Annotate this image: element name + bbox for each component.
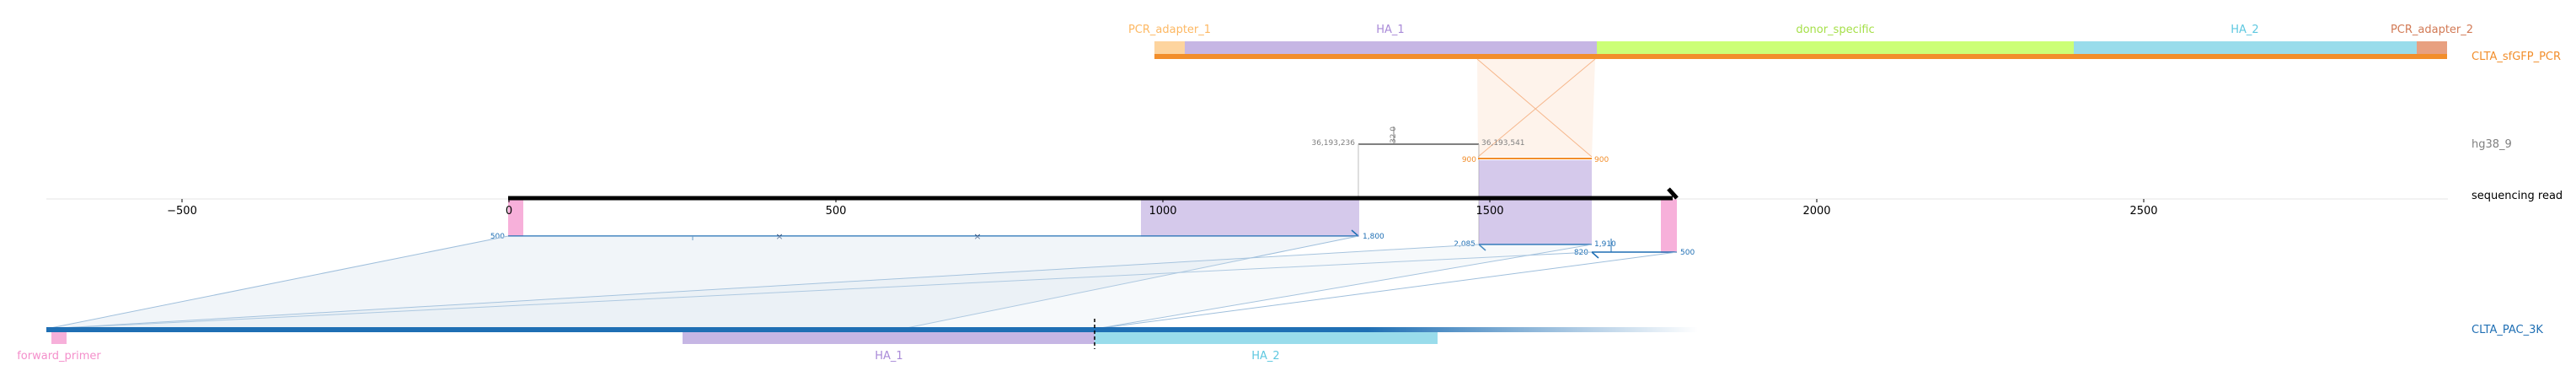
read-axis-tick-label: 2000 — [1802, 205, 1830, 218]
amplicon-feature-pcr-adapter-2-label: PCR_adapter_2 — [2391, 24, 2473, 36]
amplicon-feature-ha-1-label: HA_1 — [1376, 24, 1404, 36]
amplicon-feature-pcr-adapter-2-block — [2417, 41, 2447, 56]
read-axis-tick-label: 1500 — [1475, 205, 1503, 218]
amplicon-feature-ha-1-block — [1185, 41, 1597, 56]
amplicon-track-name: CLTA_sfGFP_PCR — [2472, 51, 2561, 63]
alignment-seg1-end: 1,800 — [1363, 233, 1384, 241]
reference-feature-ha-2-label: HA_2 — [1251, 350, 1279, 363]
reference-feature-ha-1-label: HA_1 — [875, 350, 902, 363]
amplicon-feature-ha-2-label: HA_2 — [2231, 24, 2258, 36]
read-axis-tick-label: 1000 — [1149, 205, 1176, 218]
genome-track: 36,193,236 36,193,541 32 0 900 900 hg38_… — [1311, 126, 2512, 245]
reference-bar — [46, 327, 1698, 332]
amplicon-feature-pcr-adapter-1-label: PCR_adapter_1 — [1128, 24, 1211, 36]
read-axis-tick-label: 2500 — [2129, 205, 2157, 218]
reference-feature-ha-1-block — [683, 332, 1095, 344]
read-ha2-highlight — [1479, 160, 1592, 245]
amplicon-track: PCR_adapter_1 HA_1 donor_specific HA_2 P… — [1128, 24, 2561, 63]
reference-track-name: CLTA_PAC_3K — [2472, 324, 2543, 336]
genome-left-coordinate: 36,193,236 — [1311, 139, 1355, 148]
amplicon-feature-pcr-adapter-1-block — [1154, 41, 1185, 56]
read-track-name: sequencing read — [2472, 190, 2563, 202]
alignment-seg2-start: 2,085 — [1454, 240, 1475, 249]
read-track: −500 0 500 1000 1500 2000 2500 sequencin… — [46, 187, 2563, 218]
genome-end-label: 900 — [1594, 156, 1609, 164]
read-axis-tick-label: −500 — [167, 205, 197, 218]
reference-feature-forward-primer-block — [51, 332, 67, 344]
genome-gap-label: 32 0 — [1390, 126, 1398, 143]
alignment-seg3-end: 500 — [1680, 249, 1695, 257]
read-axis-tick-label: 500 — [826, 205, 847, 218]
genome-track-name: hg38_9 — [2472, 138, 2512, 151]
amplicon-genome-connection — [1476, 58, 1596, 158]
amplicon-feature-donor-specific-label: donor_specific — [1796, 24, 1874, 36]
read-reference-connection — [46, 235, 1678, 330]
sequencing-read-arrowhead — [1667, 187, 1679, 200]
alignment-seg1-start: 500 — [490, 233, 505, 241]
amplicon-bar — [1154, 54, 2447, 59]
amplicon-feature-ha-2-block — [2074, 41, 2417, 56]
read-axis-tick-label: 0 — [506, 205, 512, 218]
read-primer-highlight-left — [508, 199, 523, 236]
reference-feature-ha-2-block — [1095, 332, 1438, 344]
mismatch-marker: × — [973, 231, 981, 242]
reference-track: forward_primer HA_1 HA_2 CLTA_PAC_3K — [17, 319, 2543, 363]
read-ha1-highlight — [1141, 199, 1359, 237]
read-axis-ticks — [181, 199, 2145, 202]
genome-start-label: 900 — [1462, 156, 1476, 164]
amplicon-feature-donor-specific-block — [1597, 41, 2074, 56]
read-primer-highlight-right — [1661, 199, 1677, 253]
mismatch-marker: × — [775, 231, 783, 242]
alignment-seg2-end: 1,910 — [1594, 240, 1616, 249]
genome-right-coordinate: 36,193,541 — [1481, 139, 1525, 148]
reference-feature-forward-primer-label: forward_primer — [17, 350, 101, 363]
